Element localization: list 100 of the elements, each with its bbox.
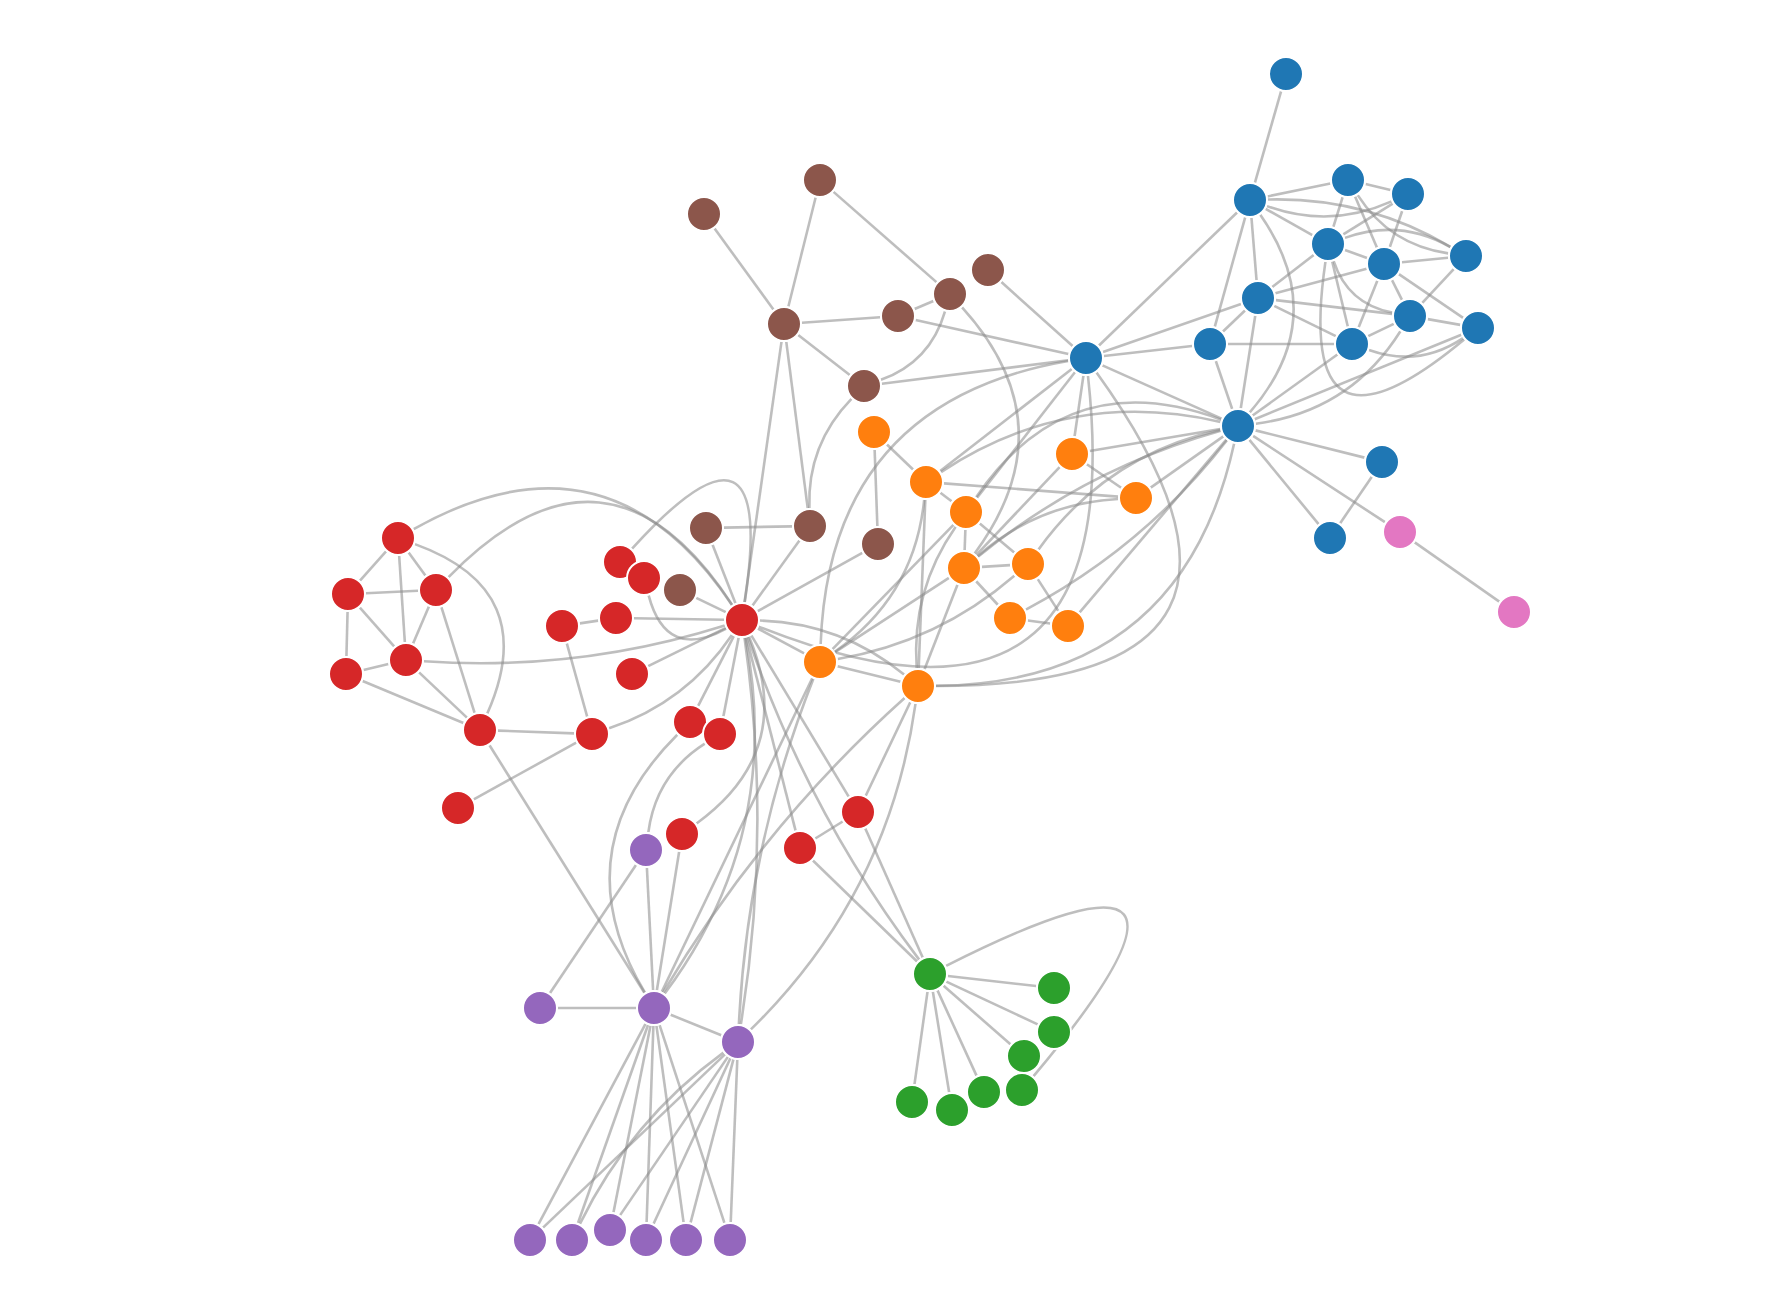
connector-line bbox=[1252, 434, 1386, 524]
connector-line bbox=[1213, 217, 1247, 327]
connector-line bbox=[1367, 322, 1395, 338]
connector-line bbox=[801, 315, 881, 325]
connector-line bbox=[1339, 476, 1373, 524]
connector-line bbox=[1103, 344, 1193, 358]
connector-line bbox=[1427, 317, 1461, 327]
connector-line bbox=[1357, 280, 1379, 328]
connector-line bbox=[447, 501, 734, 606]
network-node bbox=[860, 526, 896, 562]
connector-line bbox=[931, 991, 951, 1093]
network-node bbox=[1240, 280, 1276, 316]
connector-line bbox=[1268, 198, 1452, 248]
connector-line bbox=[1036, 578, 1060, 612]
connector-line bbox=[1086, 463, 1122, 489]
connector-line bbox=[947, 974, 1037, 988]
connector-line bbox=[729, 1059, 739, 1223]
network-node bbox=[380, 520, 416, 556]
connector-line bbox=[1265, 207, 1313, 237]
network-node bbox=[614, 656, 650, 692]
connector-line bbox=[978, 522, 1016, 554]
network-node bbox=[894, 1084, 930, 1120]
connector-line bbox=[975, 401, 1222, 498]
connector-line bbox=[1365, 182, 1391, 192]
connector-line bbox=[977, 429, 1222, 558]
network-node bbox=[462, 712, 498, 748]
connector-line bbox=[695, 636, 766, 825]
connector-line bbox=[652, 1057, 732, 1225]
connector-line bbox=[749, 703, 917, 1031]
connector-line bbox=[647, 626, 727, 668]
network-node bbox=[672, 704, 708, 740]
connector-line bbox=[975, 580, 999, 606]
connector-line bbox=[886, 443, 914, 471]
connector-line bbox=[689, 1059, 735, 1223]
network-node bbox=[1036, 970, 1072, 1006]
connector-line bbox=[976, 371, 1076, 499]
connector-line bbox=[808, 398, 853, 508]
connector-line bbox=[1356, 194, 1449, 255]
connector-line bbox=[548, 864, 638, 994]
network-node bbox=[846, 368, 882, 404]
network-node bbox=[802, 162, 838, 198]
network-node bbox=[712, 1222, 748, 1258]
connector-line bbox=[1025, 439, 1228, 611]
connector-line bbox=[413, 487, 734, 606]
connector-line bbox=[759, 619, 905, 676]
connector-line bbox=[1267, 182, 1331, 198]
connector-line bbox=[787, 197, 817, 307]
network-node bbox=[932, 276, 968, 312]
connector-line bbox=[655, 1025, 685, 1223]
connector-line bbox=[1214, 360, 1234, 410]
network-node bbox=[1268, 56, 1304, 92]
connector-line bbox=[914, 299, 934, 311]
network-node bbox=[724, 602, 760, 638]
network-node bbox=[598, 600, 634, 636]
network-node bbox=[522, 990, 558, 1026]
connector-line bbox=[837, 574, 1016, 661]
connector-line bbox=[359, 550, 387, 582]
network-node bbox=[1382, 514, 1418, 550]
network-node bbox=[840, 794, 876, 830]
connector-line bbox=[881, 358, 1069, 386]
connector-line bbox=[745, 637, 797, 831]
connector-line bbox=[647, 595, 727, 641]
connector-line bbox=[797, 334, 851, 376]
connector-line bbox=[1353, 196, 1379, 248]
connector-line bbox=[1398, 273, 1464, 319]
network-node bbox=[766, 306, 802, 342]
connector-line bbox=[915, 318, 1069, 356]
connector-line bbox=[1078, 438, 1228, 614]
network-node bbox=[664, 816, 700, 852]
connector-line bbox=[576, 1024, 650, 1224]
network-node bbox=[908, 464, 944, 500]
connector-line bbox=[358, 606, 396, 648]
network-node bbox=[512, 1222, 548, 1258]
network-node bbox=[802, 644, 838, 680]
connector-line bbox=[1332, 196, 1344, 228]
connector-line bbox=[834, 576, 950, 654]
network-node bbox=[330, 576, 366, 612]
network-node bbox=[1192, 326, 1228, 362]
connector-line bbox=[785, 341, 809, 509]
network-node bbox=[628, 1222, 664, 1258]
network-node bbox=[1460, 310, 1496, 346]
connector-line bbox=[914, 526, 957, 669]
network-node bbox=[1232, 182, 1268, 218]
network-node bbox=[1312, 520, 1348, 556]
connector-line bbox=[407, 551, 427, 577]
network-node bbox=[1010, 546, 1046, 582]
connector-line bbox=[1421, 268, 1455, 304]
network-node bbox=[946, 550, 982, 586]
network-node bbox=[1050, 608, 1086, 644]
network-node bbox=[1448, 238, 1484, 274]
connector-line bbox=[1271, 253, 1315, 289]
connector-line bbox=[537, 1023, 647, 1225]
network-node bbox=[782, 830, 818, 866]
connector-line bbox=[558, 1006, 636, 1010]
connector-line bbox=[414, 542, 505, 714]
network-node bbox=[948, 494, 984, 530]
connector-line bbox=[1330, 261, 1350, 327]
connector-line bbox=[697, 635, 735, 707]
connector-line bbox=[1222, 309, 1246, 333]
connector-line bbox=[658, 1024, 726, 1224]
